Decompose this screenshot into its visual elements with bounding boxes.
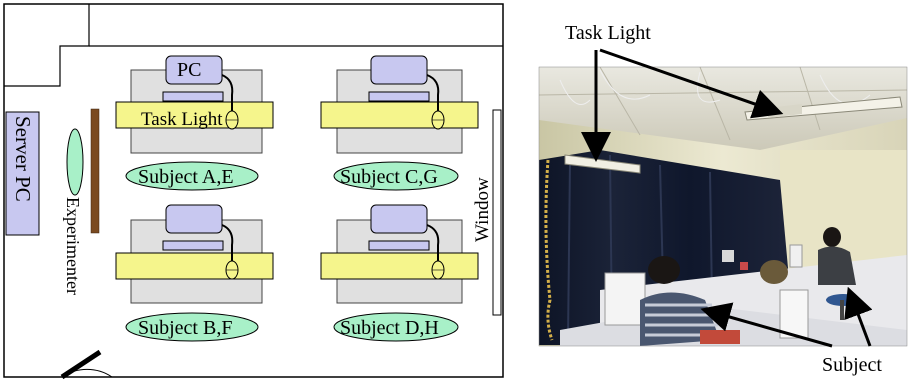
pc-monitor: [165, 204, 223, 234]
server-pc-label: Server PC: [11, 116, 35, 202]
keyboard: [162, 240, 224, 251]
desk-group-ae: PC Task Light Subject A,E: [115, 55, 274, 191]
room-photo: [538, 66, 908, 347]
task-light-bar: [115, 252, 274, 280]
window-frame: [492, 109, 502, 316]
arrow-to-light-right: [599, 48, 784, 119]
experimenter-label: Experimenter: [63, 197, 83, 295]
window-label: Window: [472, 177, 493, 242]
desk-group-dh: Subject D,H: [320, 204, 479, 342]
pc-monitor: [370, 55, 428, 85]
partition: [90, 108, 100, 234]
door: [60, 349, 113, 380]
keyboard: [368, 91, 430, 102]
subject-seat: [333, 161, 459, 191]
subject-arrows: [700, 286, 873, 348]
subject-label: Subject D,H: [340, 317, 439, 339]
pc-label: PC: [177, 59, 201, 81]
corner-closet: [4, 4, 90, 87]
keyboard: [368, 240, 430, 251]
subject-label: Subject C,G: [340, 166, 438, 188]
task-light-bar: [320, 252, 479, 280]
subject-label: Subject A,E: [138, 166, 234, 188]
pc-monitor: [370, 204, 428, 234]
subject-label: Subject B,F: [138, 317, 232, 339]
desk-group-cg: Subject C,G: [320, 55, 479, 191]
server-pc-box: [5, 111, 40, 236]
photo-task-light-label: Task Light: [565, 22, 651, 44]
photo-subject-label: Subject: [822, 354, 882, 376]
mouse-cable: [426, 224, 440, 262]
arrow-to-subject-back: [844, 286, 873, 347]
task-light-label: Task Light: [141, 109, 223, 130]
mouse-cable: [426, 74, 440, 112]
experimenter-seat: [66, 128, 84, 196]
pc-monitor: [165, 55, 223, 85]
subject-seat: [125, 161, 259, 191]
floor-plan: Server PC Experimenter Window PC Task Li…: [3, 3, 504, 380]
arrow-to-subject-front: [700, 302, 833, 348]
mouse-cable: [221, 74, 234, 112]
subject-seat: [333, 312, 459, 342]
task-light-bar: [320, 101, 479, 129]
task-light-bar: [115, 101, 274, 129]
keyboard: [162, 91, 224, 102]
desk-group-bf: Subject B,F: [115, 204, 274, 342]
task-light-arrows: [581, 48, 784, 162]
subject-seat: [125, 312, 259, 342]
mouse-cable: [221, 224, 234, 262]
